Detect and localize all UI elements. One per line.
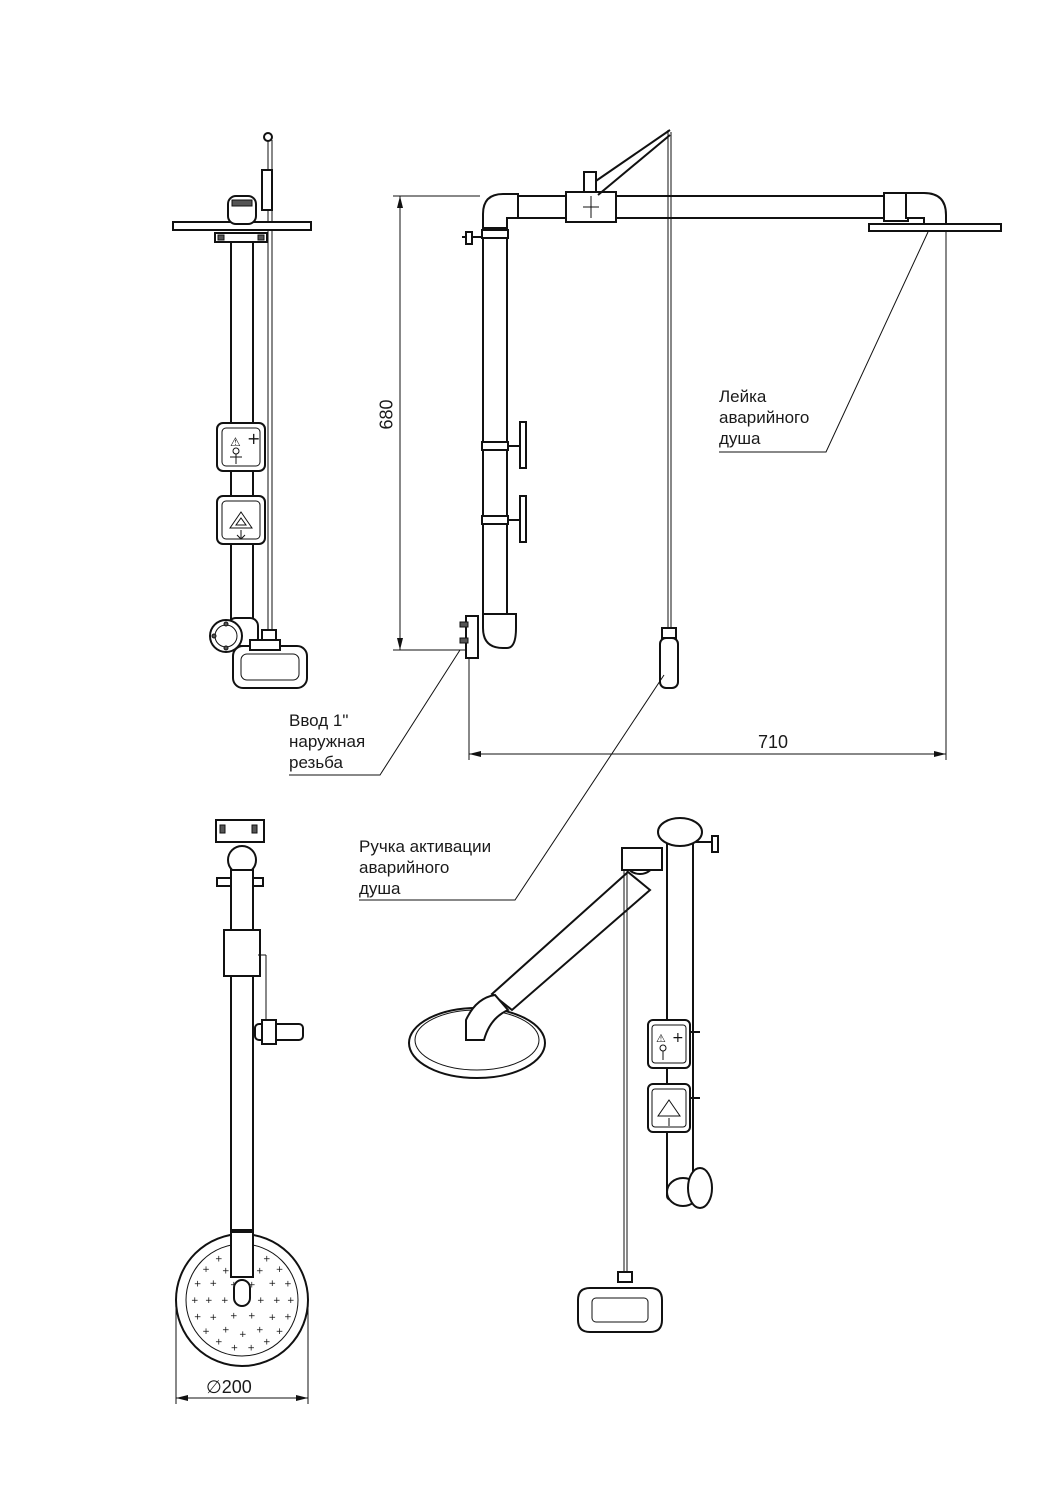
inlet-label-line1: Ввод 1": [289, 711, 349, 730]
nozzle-mark: +: [268, 1279, 276, 1289]
nozzle-mark: +: [268, 1313, 276, 1323]
nozzle-mark: +: [222, 1325, 230, 1335]
nozzle-mark: +: [248, 1280, 256, 1290]
nozzle-mark: +: [210, 1279, 218, 1289]
svg-text:⚠: ⚠: [230, 435, 241, 449]
inlet-label-line2: наружная: [289, 732, 366, 751]
shower-head-label-line3: душа: [719, 429, 761, 448]
svg-text:⚠: ⚠: [656, 1032, 666, 1045]
handle-label-line3: душа: [359, 879, 401, 898]
nozzle-mark: +: [263, 1338, 271, 1348]
nozzle-mark: +: [215, 1254, 223, 1264]
nozzle-mark: +: [222, 1267, 230, 1277]
handle-label-line1: Ручка активации: [359, 837, 492, 856]
shower-head-label-line1: Лейка: [719, 387, 767, 406]
nozzle-mark: +: [284, 1280, 292, 1290]
svg-text:+: +: [672, 1030, 684, 1046]
head-diameter-value: 200: [221, 1377, 252, 1397]
nozzle-mark: +: [256, 1267, 264, 1277]
nozzle-mark: +: [210, 1313, 218, 1323]
nozzle-mark: +: [257, 1296, 265, 1306]
nozzle-mark: +: [194, 1280, 202, 1290]
nozzle-mark: +: [276, 1327, 284, 1337]
nozzle-mark: +: [273, 1296, 281, 1306]
inlet-label-line3: резьба: [289, 753, 343, 772]
handle-label-line2: аварийного: [359, 858, 450, 877]
nozzle-mark: +: [215, 1338, 223, 1348]
reach-dimension: 710: [758, 732, 789, 752]
head-diameter-dimension: ∅200: [206, 1377, 252, 1398]
nozzle-mark: +: [247, 1343, 255, 1353]
nozzle-mark: +: [221, 1296, 229, 1306]
nozzle-mark: +: [276, 1265, 284, 1275]
nozzle-mark: +: [194, 1312, 202, 1322]
nozzle-mark: +: [263, 1254, 271, 1264]
nozzle-mark: +: [191, 1296, 199, 1306]
diameter-symbol: ∅: [206, 1377, 222, 1397]
nozzle-mark: +: [284, 1312, 292, 1322]
nozzle-mark: +: [202, 1265, 210, 1275]
height-dimension: 680: [376, 399, 397, 430]
shower-head-label: Лейка аварийного душа: [719, 386, 809, 449]
handle-label: Ручка активации аварийного душа: [359, 836, 491, 899]
isometric-view: ⚠ +: [408, 817, 719, 1333]
nozzle-mark: +: [231, 1343, 239, 1353]
nozzle-mark: +: [287, 1296, 295, 1306]
nozzle-mark: +: [205, 1296, 213, 1306]
nozzle-mark: +: [230, 1312, 238, 1322]
front-view: [393, 129, 1002, 760]
nozzle-mark: +: [248, 1312, 256, 1322]
svg-text:+: +: [247, 429, 260, 448]
nozzle-mark: +: [239, 1330, 247, 1340]
inlet-label: Ввод 1" наружная резьба: [289, 710, 365, 773]
nozzle-mark: +: [256, 1325, 264, 1335]
shower-head-label-line2: аварийного: [719, 408, 810, 427]
side-view: ⚠ +: [172, 132, 312, 689]
nozzle-mark: +: [202, 1327, 210, 1337]
top-view: ++++++++++++++++++++++++++++++++++++: [175, 819, 309, 1404]
